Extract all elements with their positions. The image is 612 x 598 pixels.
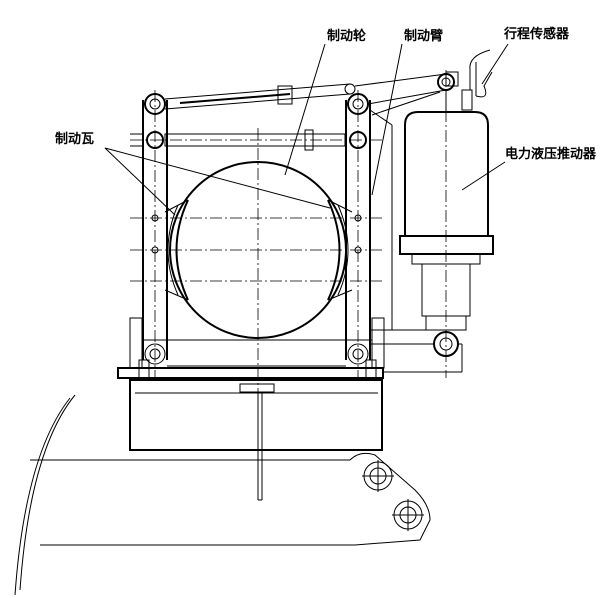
upper-pull-rod	[164, 83, 356, 110]
base-frame	[117, 317, 462, 501]
girder-structure	[14, 394, 431, 596]
label-brake-wheel: 制动轮	[327, 28, 366, 44]
label-travel-sensor: 行程传感器	[503, 26, 570, 42]
brake-shoe-right	[327, 199, 353, 301]
label-brake-arm: 制动臂	[404, 28, 443, 44]
travel-sensor	[445, 49, 493, 112]
lower-tie-rod	[130, 129, 346, 151]
brake-arm-right	[345, 93, 393, 381]
hydraulic-pusher	[370, 111, 494, 372]
label-hydraulic-pusher: 电力液压推动器	[505, 146, 597, 162]
label-brake-shoe: 制动瓦	[55, 131, 94, 147]
brake-arm-left	[138, 93, 168, 381]
